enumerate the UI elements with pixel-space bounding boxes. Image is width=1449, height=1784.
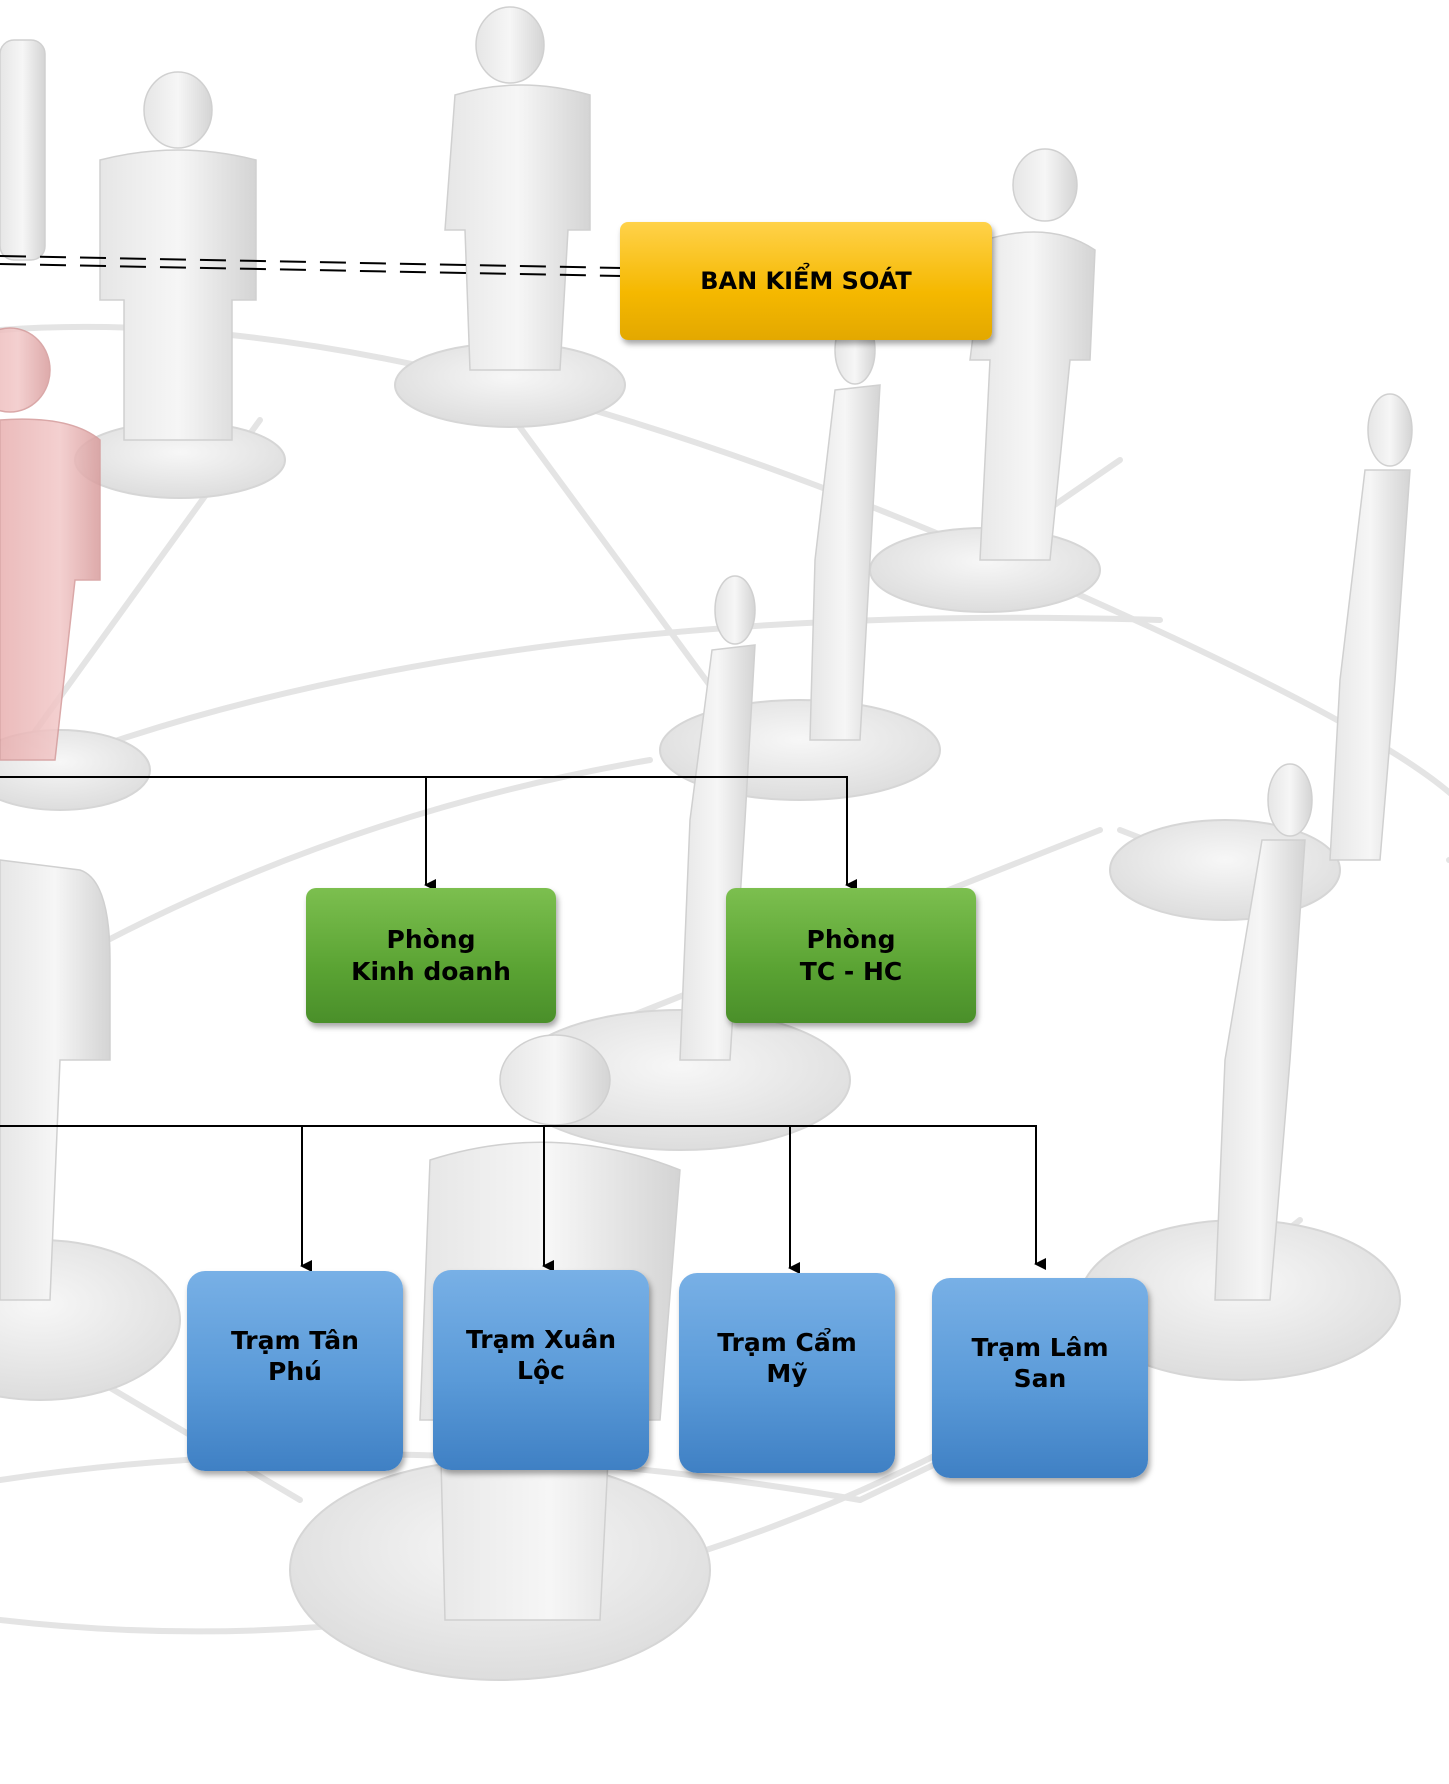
tram-tan-phu-box: Trạm Tân Phú xyxy=(187,1271,403,1471)
dashed-line-to-control-board xyxy=(0,255,623,277)
tram-cam-my-label: Trạm Cẩm Mỹ xyxy=(717,1327,857,1388)
phong-tc-hc-label: Phòng TC - HC xyxy=(799,925,903,986)
ban-kiem-soat-box: BAN KIỂM SOÁT xyxy=(620,222,992,340)
phong-kinh-doanh-box: Phòng Kinh doanh xyxy=(306,888,556,1023)
ban-kiem-soat-label: BAN KIỂM SOÁT xyxy=(700,267,912,295)
tram-tan-phu-label: Trạm Tân Phú xyxy=(231,1325,359,1386)
tram-lam-san-label: Trạm Lâm San xyxy=(971,1332,1109,1393)
tram-xuan-loc-label: Trạm Xuân Lộc xyxy=(466,1324,616,1385)
tram-lam-san-box: Trạm Lâm San xyxy=(932,1278,1148,1478)
tram-cam-my-box: Trạm Cẩm Mỹ xyxy=(679,1273,895,1473)
phong-kinh-doanh-label: Phòng Kinh doanh xyxy=(351,925,511,986)
tram-xuan-loc-box: Trạm Xuân Lộc xyxy=(433,1270,649,1470)
phong-tc-hc-box: Phòng TC - HC xyxy=(726,888,976,1023)
